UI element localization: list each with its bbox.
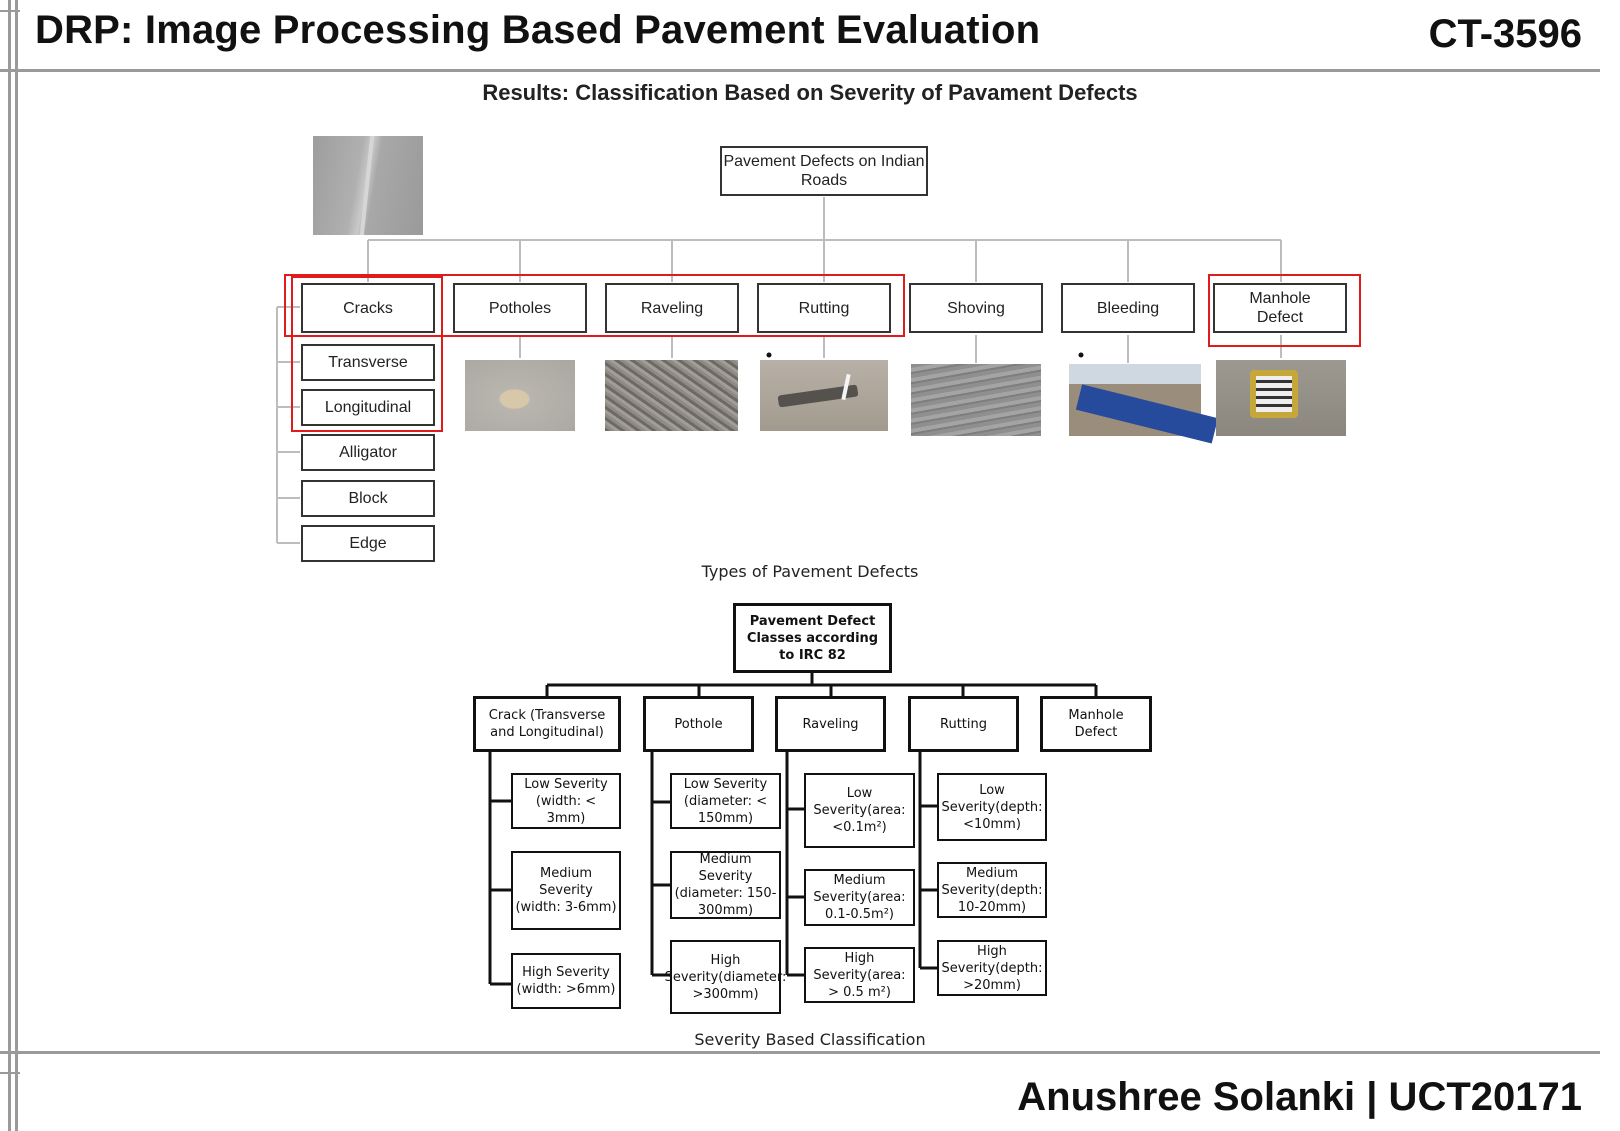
course-code: CT-3596 — [1428, 12, 1582, 56]
footer-divider — [0, 1051, 1600, 1054]
crack-type-node: Edge — [301, 525, 435, 562]
severity-class-node: Pothole — [643, 696, 754, 752]
severity-class-node: Rutting — [908, 696, 1019, 752]
manhole-photo — [1216, 360, 1346, 436]
crack-photo — [313, 136, 423, 235]
category-node: Potholes — [453, 283, 587, 333]
crack-type-node: Transverse — [301, 344, 435, 381]
severity-level-node: Medium Severity (diameter: 150-300mm) — [670, 851, 781, 919]
bleeding-photo — [1069, 364, 1218, 444]
crack-type-node: Longitudinal — [301, 389, 435, 426]
category-node: Raveling — [605, 283, 739, 333]
pothole-photo — [465, 360, 575, 431]
severity-class-node: Manhole Defect — [1040, 696, 1152, 752]
highlight-box-categories — [284, 274, 905, 337]
severity-level-node: Low Severity(area: <0.1m²) — [804, 773, 915, 848]
severity-level-node: Medium Severity(depth: 10-20mm) — [937, 862, 1047, 918]
rutting-photo — [760, 360, 888, 431]
category-node: Shoving — [909, 283, 1043, 333]
crack-type-node: Alligator — [301, 434, 435, 471]
highlight-box-manhole — [1208, 274, 1361, 347]
severity-level-node: High Severity(diameter: >300mm) — [665, 940, 786, 1014]
severity-level-node: High Severity(depth: >20mm) — [937, 940, 1047, 996]
author-name: Anushree Solanki | UCT20171 — [1017, 1075, 1582, 1119]
frame-line-left-outer — [8, 0, 11, 1131]
frame-tick — [0, 1072, 20, 1074]
category-node: Bleeding — [1061, 283, 1195, 333]
severity-level-node: Low Severity(depth: <10mm) — [937, 773, 1047, 841]
category-node: Rutting — [757, 283, 891, 333]
shoving-photo — [911, 364, 1041, 436]
diagram2-caption: Severity Based Classification — [694, 1030, 926, 1049]
severity-level-node: Low Severity (diameter: < 150mm) — [670, 773, 781, 829]
severity-level-node: Medium Severity (width: 3-6mm) — [511, 851, 621, 930]
frame-line-left-inner — [15, 0, 18, 1131]
defects-root-node: Pavement Defects on Indian Roads — [720, 146, 928, 196]
header-divider — [0, 69, 1600, 72]
results-subtitle: Results: Classification Based on Severit… — [482, 80, 1138, 105]
highlight-box-cracks — [291, 276, 443, 432]
severity-level-node: Medium Severity(area: 0.1-0.5m²) — [804, 869, 915, 926]
severity-level-node: High Severity(area: > 0.5 m²) — [804, 947, 915, 1003]
irc82-root-node: Pavement Defect Classes according to IRC… — [733, 603, 892, 673]
severity-level-node: Low Severity (width: < 3mm) — [511, 773, 621, 829]
category-node: Cracks — [301, 283, 435, 333]
diagram1-caption: Types of Pavement Defects — [701, 562, 919, 581]
severity-level-node: High Severity (width: >6mm) — [511, 953, 621, 1009]
raveling-photo — [605, 360, 738, 431]
severity-class-node: Crack (Transverse and Longitudinal) — [473, 696, 621, 752]
category-node: Manhole Defect — [1213, 283, 1347, 333]
frame-tick — [0, 10, 20, 12]
severity-class-node: Raveling — [775, 696, 886, 752]
page-title: DRP: Image Processing Based Pavement Eva… — [35, 8, 1041, 52]
crack-type-node: Block — [301, 480, 435, 517]
